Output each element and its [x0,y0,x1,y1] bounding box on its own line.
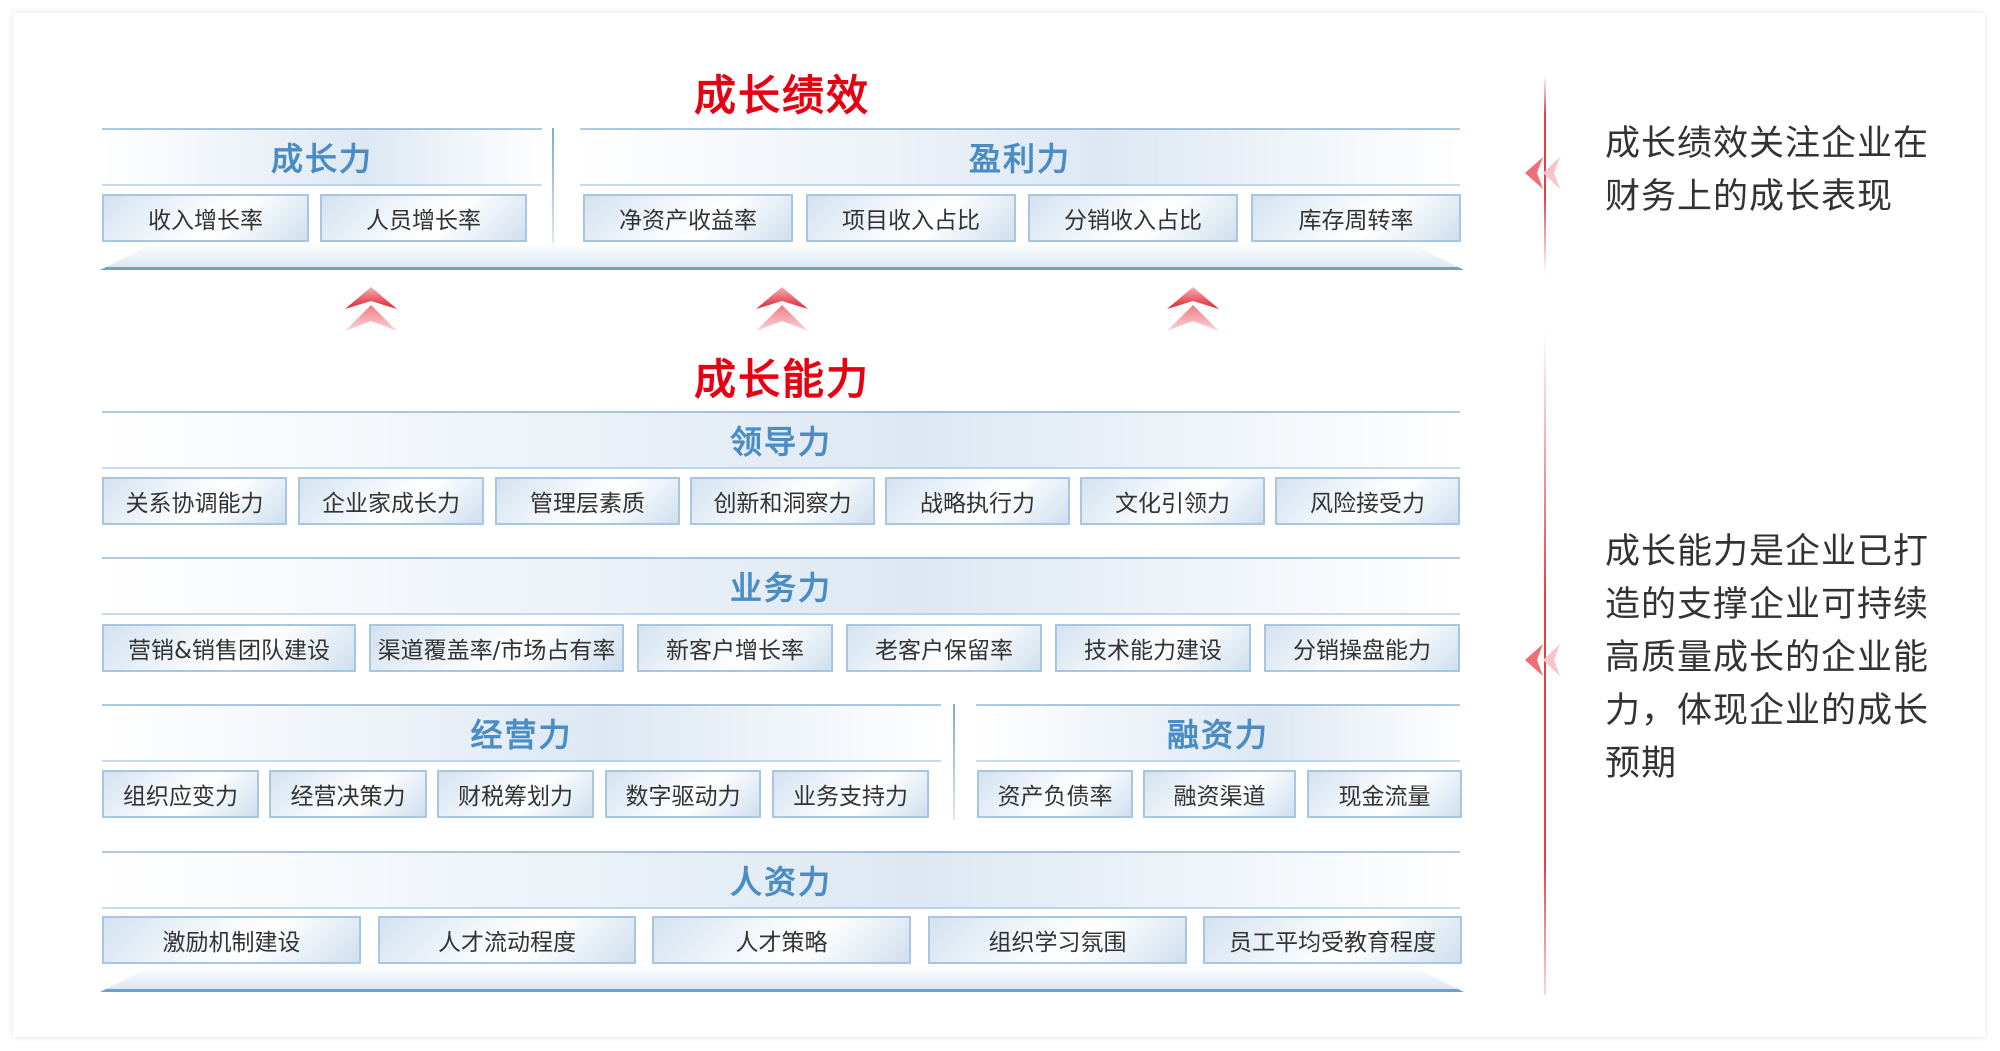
group-header-label: 业务力 [729,569,832,607]
metric-box: 组织应变力 [102,770,259,818]
metric-box: 现金流量 [1307,770,1462,818]
capability-base-platform [100,965,1464,992]
metric-box: 战略执行力 [885,477,1070,525]
performance-note: 成长绩效关注企业在财务上的成长表现 [1605,124,1930,217]
metric-box: 技术能力建设 [1055,624,1251,672]
double-chevron-up-icon [756,287,808,331]
metric-box: 风险接受力 [1275,477,1460,525]
double-chevron-up-icon [345,287,397,331]
performance-title: 成长绩效 [693,71,871,120]
metric-box: 组织学习氛围 [928,916,1187,964]
group-header: 业务力 [102,557,1460,615]
timeline-line-bottom [1544,330,1546,995]
group-header-label: 盈利力 [968,140,1071,178]
group-header-label: 人资力 [729,863,832,901]
group-header: 人资力 [102,851,1460,909]
group-header: 融资力 [976,704,1460,762]
metric-box: 财税筹划力 [437,770,594,818]
group-header-label: 成长力 [270,140,373,178]
metric-box: 人才流动程度 [378,916,636,964]
metric-box: 项目收入占比 [806,194,1016,242]
metric-box: 数字驱动力 [605,770,761,818]
metric-box: 业务支持力 [772,770,929,818]
group-header-label: 融资力 [1166,716,1269,754]
metric-box: 管理层素质 [495,477,680,525]
metric-box: 经营决策力 [269,770,427,818]
timeline-line-top [1544,75,1546,275]
metric-box: 收入增长率 [102,194,309,242]
metric-box: 资产负债率 [977,770,1133,818]
metric-box: 关系协调能力 [102,477,287,525]
metric-box: 渠道覆盖率/市场占有率 [369,624,624,672]
metric-box: 分销收入占比 [1028,194,1238,242]
group-header: 经营力 [102,704,941,762]
group-divider [953,704,955,820]
metric-box: 人才策略 [652,916,911,964]
metric-box: 老客户保留率 [846,624,1042,672]
metric-box: 分销操盘能力 [1264,624,1460,672]
metric-box: 新客户增长率 [637,624,833,672]
group-header: 领导力 [102,411,1460,469]
double-chevron-up-icon [1167,287,1219,331]
group-divider [552,128,554,243]
double-chevron-left-icon [1525,157,1560,189]
metric-box: 净资产收益率 [583,194,793,242]
capability-note: 成长能力是企业已打造的支撑企业可持续高质量成长的企业能力，体现企业的成长预期 [1605,532,1930,784]
metric-box: 营销&销售团队建设 [102,624,356,672]
performance-base-platform [100,243,1464,270]
metric-box: 激励机制建设 [102,916,361,964]
group-header-label: 领导力 [729,423,832,461]
group-header-label: 经营力 [470,716,573,754]
metric-box: 人员增长率 [320,194,527,242]
capability-title: 成长能力 [693,355,871,404]
group-header: 成长力 [102,128,542,186]
metric-box: 员工平均受教育程度 [1203,916,1462,964]
double-chevron-left-icon [1525,644,1560,676]
metric-box: 文化引领力 [1080,477,1265,525]
metric-box: 企业家成长力 [298,477,484,525]
metric-box: 库存周转率 [1251,194,1461,242]
metric-box: 融资渠道 [1143,770,1296,818]
metric-box: 创新和洞察力 [690,477,875,525]
group-header: 盈利力 [580,128,1460,186]
